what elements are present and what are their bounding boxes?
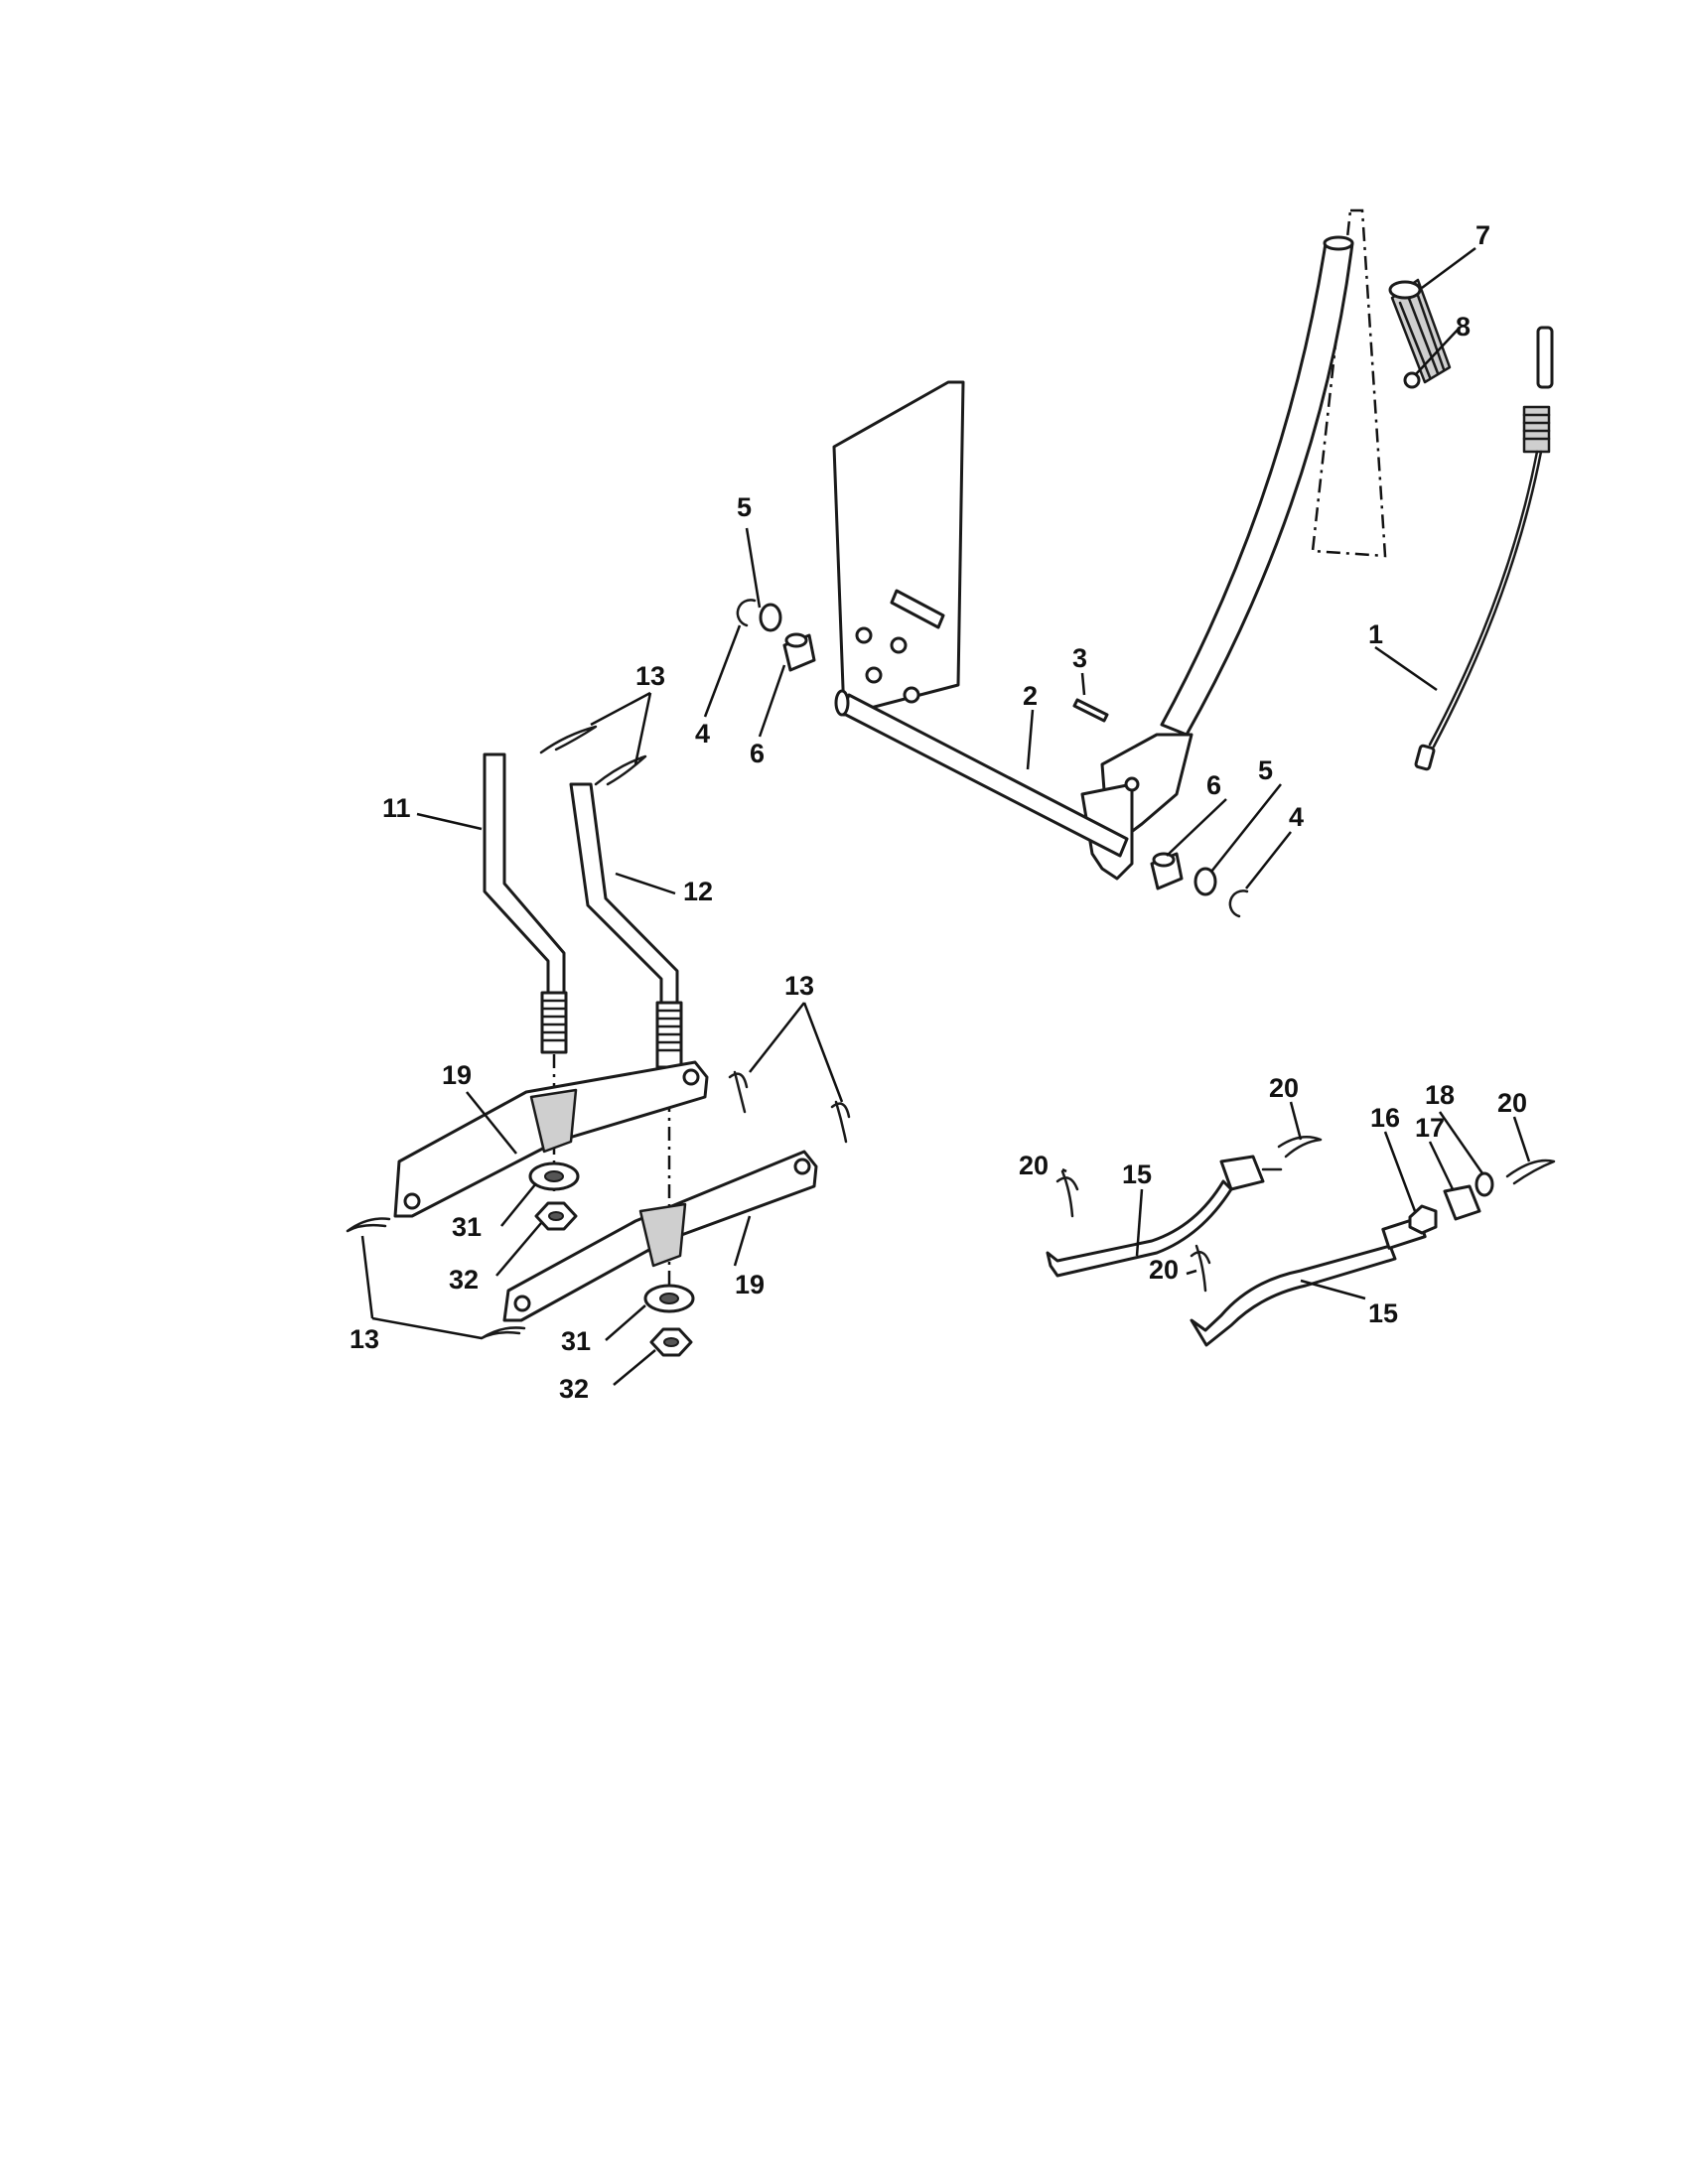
plate-hole [903, 686, 920, 704]
nut-16 [1408, 1204, 1438, 1235]
callout-31-upper: 31 [452, 1212, 482, 1242]
threaded-end-11 [540, 991, 568, 1054]
callouts: 1 2 3 4 4 5 5 6 6 7 8 11 12 13 13 13 15 … [350, 220, 1527, 1404]
pin-3 [1072, 698, 1109, 723]
callout-6-right: 6 [1206, 770, 1221, 800]
lever-tube-top [1323, 235, 1354, 251]
callout-19-upper: 19 [442, 1060, 472, 1090]
lift-links [346, 1060, 851, 1357]
callout-20-b: 20 [1497, 1088, 1527, 1118]
callout-31-lower: 31 [561, 1326, 591, 1356]
leader-lines [360, 246, 1531, 1386]
callout-20-c: 20 [1019, 1151, 1049, 1180]
lift-lever-assembly [1080, 208, 1554, 881]
lift-link-19-lower-boss [638, 1202, 687, 1268]
cross-shaft-2 [840, 693, 1129, 858]
clip-20-a [1277, 1135, 1323, 1159]
callout-7: 7 [1475, 220, 1490, 250]
cable-rod-1 [1414, 326, 1554, 771]
mounting-plate [832, 380, 965, 717]
lift-link-19-upper-boss [529, 1088, 578, 1154]
callout-4-left: 4 [695, 719, 710, 749]
callout-20-a: 20 [1269, 1073, 1299, 1103]
hairpin-13-right-a [728, 1070, 749, 1114]
callout-19-lower: 19 [735, 1270, 765, 1299]
callout-32-lower: 32 [559, 1374, 589, 1404]
callout-4-right: 4 [1289, 802, 1304, 832]
threaded-end-12 [655, 1001, 683, 1069]
e-ring-4-left [736, 599, 757, 627]
e-ring-4-right [1228, 889, 1249, 918]
button-8 [1403, 371, 1421, 389]
hairpin-13-left-b [480, 1326, 526, 1340]
callout-13-top: 13 [635, 661, 665, 691]
hanger-11 [483, 752, 566, 995]
callout-15-lower: 15 [1368, 1298, 1398, 1328]
adjuster-rods [1046, 1135, 1556, 1347]
callout-3: 3 [1072, 643, 1087, 673]
callout-8: 8 [1456, 312, 1471, 341]
callout-1: 1 [1368, 619, 1383, 649]
hairpin-13-top-b [594, 754, 647, 786]
callout-13-right: 13 [784, 971, 814, 1001]
callout-16: 16 [1370, 1103, 1400, 1133]
callout-12: 12 [683, 877, 713, 906]
washer-5-right [1193, 867, 1217, 896]
hairpin-13-left-a [346, 1217, 391, 1233]
callout-18: 18 [1425, 1080, 1455, 1110]
hanger-rods [483, 725, 683, 1300]
handle-phantom-outline [1311, 208, 1387, 558]
callout-11: 11 [382, 793, 411, 823]
callout-20-d: 20 [1149, 1255, 1179, 1285]
callout-17: 17 [1415, 1113, 1445, 1143]
callout-5-left: 5 [737, 492, 752, 522]
plate-hole [890, 636, 908, 654]
block-17 [1443, 1184, 1481, 1221]
callout-15-upper: 15 [1122, 1160, 1152, 1189]
grip-7 [1388, 278, 1452, 384]
callout-32-upper: 32 [449, 1265, 479, 1295]
adjuster-rod-15-lower [1190, 1244, 1397, 1347]
callout-5-right: 5 [1258, 755, 1273, 785]
clip-20-d [1190, 1244, 1211, 1293]
hanger-12 [569, 782, 679, 1005]
clip-20-c [1055, 1169, 1079, 1218]
plate-slot [890, 589, 945, 629]
washer-5-left [759, 603, 782, 632]
plate-hole [865, 666, 883, 684]
hairpin-13-right-b [830, 1100, 851, 1144]
hairpin-13-top-a [539, 725, 598, 754]
clip-20-b [1505, 1159, 1556, 1185]
bracket-hole [1124, 776, 1140, 792]
rod-bracket-upper [1219, 1155, 1265, 1191]
lift-lever-arm [1160, 241, 1354, 737]
cross-shaft-assembly [736, 380, 1249, 918]
callout-2: 2 [1023, 681, 1038, 711]
plate-hole [855, 626, 873, 644]
callout-13-left: 13 [350, 1324, 379, 1354]
washer-18 [1474, 1171, 1494, 1197]
callout-6-left: 6 [750, 739, 765, 768]
